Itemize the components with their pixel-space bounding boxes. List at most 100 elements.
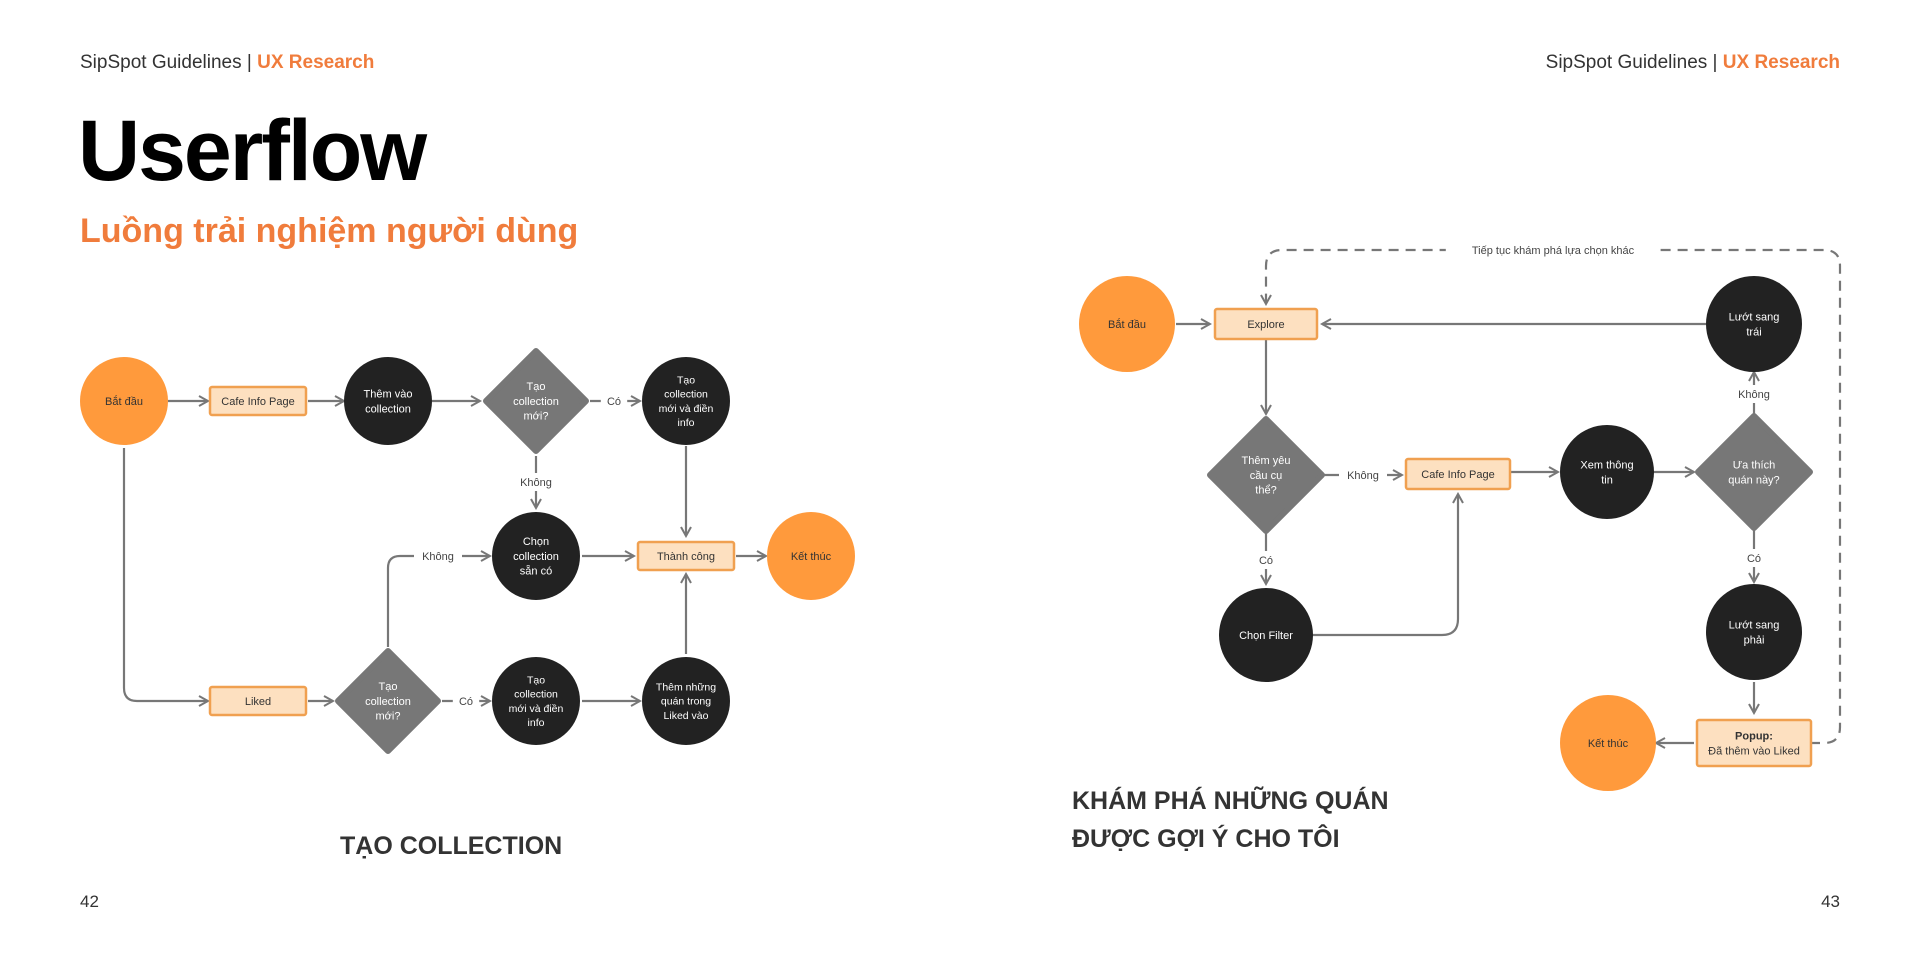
node-label: sẵn có xyxy=(520,565,552,578)
page-title: Userflow xyxy=(78,103,427,199)
node-label: Tạo xyxy=(527,674,545,686)
edge-label-yes-bg xyxy=(600,392,628,410)
popup-box xyxy=(1695,718,1813,768)
caption-explore-suggestions: KHÁM PHÁ NHỮNG QUÁN ĐƯỢC GỢI Ý CHO TÔI xyxy=(1072,782,1389,858)
header-left: SipSpot Guidelines | UX Research xyxy=(80,52,374,74)
node-label: Bắt đầu xyxy=(105,395,143,408)
start-node-right xyxy=(1079,276,1175,372)
edge-label-no-bg xyxy=(414,547,462,565)
node-label: collection xyxy=(513,551,559,563)
node-label: Liked xyxy=(245,696,271,708)
swipe-right-node xyxy=(1706,584,1802,680)
node-label: Cafe Info Page xyxy=(221,396,294,408)
page-number-left: 42 xyxy=(80,892,99,911)
node-label: info xyxy=(678,417,695,429)
success-box xyxy=(636,540,736,572)
node-label: Thành công xyxy=(657,551,715,563)
node-label: phải xyxy=(1744,634,1765,646)
create-new-collection-top xyxy=(642,357,730,445)
edge-loop-popup-explore xyxy=(1266,248,1842,745)
header-separator: | xyxy=(241,52,258,73)
end-node-right xyxy=(1560,695,1656,791)
node-label: cầu cụ xyxy=(1250,470,1282,482)
edge-label-yes-bg xyxy=(1252,551,1280,569)
node-label: Thêm những xyxy=(656,682,716,694)
section-text: UX Research xyxy=(1722,52,1840,73)
brand-text: SipSpot Guidelines xyxy=(1545,52,1708,73)
decision-requirement xyxy=(1207,416,1325,534)
cafe-info-page-left xyxy=(208,385,308,417)
node-label: Chọn xyxy=(523,536,549,548)
node-label: trái xyxy=(1746,326,1761,338)
node-label: Popup: xyxy=(1735,730,1773,742)
choose-existing-collection xyxy=(492,512,580,600)
node-label: quán này? xyxy=(1728,474,1779,486)
node-label: Lướt sang xyxy=(1729,311,1780,323)
edge-label-no-bg xyxy=(1339,466,1387,484)
node-label: tin xyxy=(1601,474,1613,486)
node-label: Đã thêm vào Liked xyxy=(1708,745,1800,757)
node-label: Liked vào xyxy=(664,710,709,722)
edge-label-no: Không xyxy=(520,477,552,489)
node-label: Bắt đầu xyxy=(1108,318,1146,331)
node-label: Kết thúc xyxy=(1588,738,1629,750)
node-label: collection xyxy=(365,696,411,708)
node-label: collection xyxy=(664,389,708,401)
edge-decision-choose-no2 xyxy=(386,556,490,647)
node-label: Explore xyxy=(1247,319,1284,331)
decision-new-collection-top xyxy=(483,348,589,454)
brand-text: SipSpot Guidelines xyxy=(80,52,242,73)
node-label: info xyxy=(528,717,545,729)
page-subtitle: Luồng trải nghiệm người dùng xyxy=(80,212,579,250)
swipe-left-node xyxy=(1706,276,1802,372)
loop-label-bg xyxy=(1445,241,1661,259)
node-label: mới? xyxy=(524,411,549,423)
end-node-left xyxy=(767,512,855,600)
edge-label-yes: Có xyxy=(607,396,621,408)
cafe-info-page-right xyxy=(1404,457,1512,491)
edge-label-yes-bg xyxy=(1740,549,1768,567)
view-info-node xyxy=(1560,425,1654,519)
liked-box xyxy=(208,685,308,717)
node-label: Chọn Filter xyxy=(1239,630,1293,642)
node-label: Tạo xyxy=(527,381,546,393)
node-label: mới? xyxy=(376,711,401,723)
edge-label-no: Không xyxy=(1738,389,1770,401)
edge-label-yes: Có xyxy=(1747,553,1761,565)
edge-start-liked xyxy=(122,448,208,701)
node-label: mới và điền xyxy=(509,703,564,715)
page-number-right: 43 xyxy=(1821,892,1840,911)
header-separator: | xyxy=(1707,52,1723,73)
node-label: collection xyxy=(365,403,411,415)
decision-new-collection-bottom xyxy=(335,648,441,754)
node-label: collection xyxy=(514,689,558,701)
caption-create-collection: TẠO COLLECTION xyxy=(340,832,563,860)
edge-label-no: Không xyxy=(422,551,454,563)
node-label: Kết thúc xyxy=(791,551,832,563)
edge-label-yes: Có xyxy=(459,696,473,708)
edge-filter-cafeinfo xyxy=(1312,494,1458,637)
node-label: Thêm vào xyxy=(364,388,413,400)
node-label: Lướt sang xyxy=(1729,619,1780,631)
node-label: Tạo xyxy=(379,681,398,693)
node-label: quán trong xyxy=(661,696,711,708)
node-label: Cafe Info Page xyxy=(1421,469,1494,481)
edge-label-yes: Có xyxy=(1259,555,1273,567)
node-label: Thêm yêu xyxy=(1242,455,1291,467)
edge-label-yes-bg xyxy=(452,692,480,710)
caption-line: ĐƯỢC GỢI Ý CHO TÔI xyxy=(1072,825,1340,853)
node-label: thể? xyxy=(1255,485,1276,497)
add-to-collection-node xyxy=(344,357,432,445)
node-label: Tạo xyxy=(677,374,695,386)
caption-line: KHÁM PHÁ NHỮNG QUÁN xyxy=(1072,787,1389,815)
node-label: mới và điền xyxy=(659,403,714,415)
node-label: collection xyxy=(513,396,559,408)
edge-label-no-bg xyxy=(1730,385,1778,403)
section-text: UX Research xyxy=(257,52,375,73)
edge-label-no: Không xyxy=(1347,470,1379,482)
edge-label-no-bg xyxy=(512,473,560,491)
add-liked-node xyxy=(642,657,730,745)
choose-filter-node xyxy=(1219,588,1313,682)
explore-box xyxy=(1213,307,1319,341)
